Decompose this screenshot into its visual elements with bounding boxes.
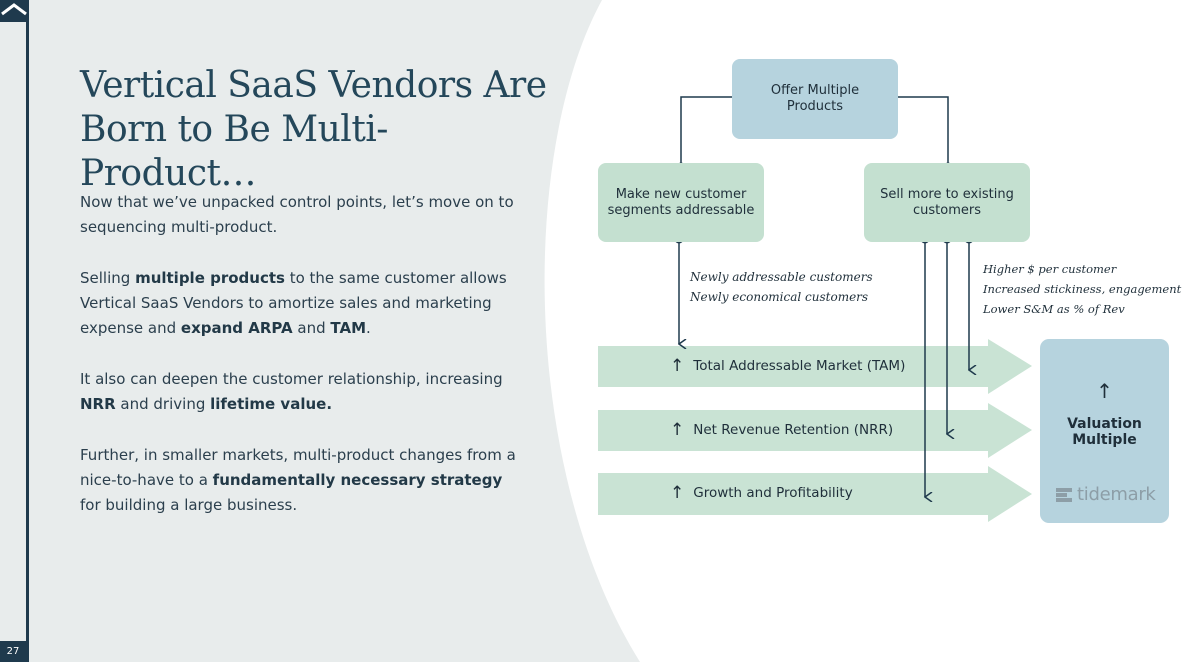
annotation-line: Higher $ per customer [983, 262, 1117, 276]
arrow-label-nrr: ↑ Net Revenue Retention (NRR) [670, 419, 894, 440]
corner-logo-mark [0, 0, 29, 22]
annotation-line: Lower S&M as % of Rev [983, 302, 1125, 316]
annotation-existing-customers: Higher $ per customer Increased stickine… [983, 259, 1181, 319]
box-new-customer-segments: Make new customer segments addressable [598, 163, 764, 242]
valuation-multiple-box: ↑ Valuation Multiple tidemark [1040, 339, 1169, 523]
body-paragraph-3: It also can deepen the customer relation… [80, 370, 503, 413]
tidemark-logo-icon [1056, 487, 1072, 502]
up-arrow-icon: ↑ [670, 482, 685, 503]
up-arrow-icon: ↑ [1096, 379, 1113, 403]
up-arrow-icon: ↑ [670, 419, 685, 440]
chevron-logo-icon [1, 3, 27, 16]
box-sell-more-existing: Sell more to existing customers [864, 163, 1030, 242]
tidemark-logo: tidemark [1056, 484, 1156, 505]
body-paragraph-1: Now that we’ve unpacked control points, … [80, 193, 514, 236]
annotation-line: Newly addressable customers [690, 270, 873, 284]
arrow-label-tam: ↑ Total Addressable Market (TAM) [670, 355, 906, 376]
annotation-new-customers: Newly addressable customers Newly econom… [690, 267, 873, 307]
page-number: 27 [0, 641, 26, 662]
slide-title: Vertical SaaS Vendors Are Born to Be Mul… [80, 64, 560, 196]
annotation-line: Newly economical customers [690, 290, 869, 304]
title-line-2: Born to Be Multi-Product… [80, 109, 388, 194]
title-line-1: Vertical SaaS Vendors Are [80, 65, 547, 106]
arrow-label-growth: ↑ Growth and Profitability [670, 482, 853, 503]
valuation-label: Valuation Multiple [1067, 416, 1142, 448]
up-arrow-icon: ↑ [670, 355, 685, 376]
sidebar-line [26, 0, 29, 662]
box-offer-multiple-products: Offer Multiple Products [732, 59, 898, 139]
body-paragraph-4: Further, in smaller markets, multi-produ… [80, 446, 516, 514]
body-paragraph-2: Selling multiple products to the same cu… [80, 269, 507, 337]
annotation-line: Increased stickiness, engagement [983, 282, 1182, 296]
